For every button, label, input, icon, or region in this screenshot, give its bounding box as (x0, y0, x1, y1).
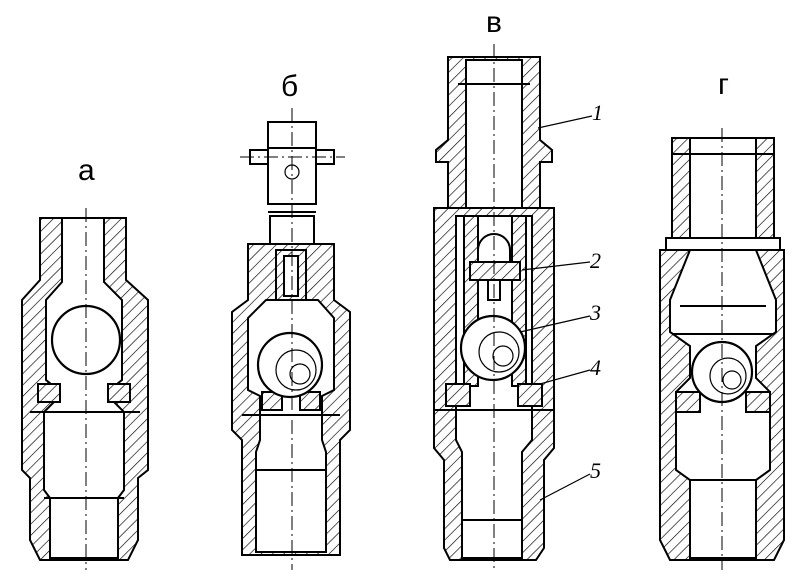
ball-v (459, 314, 527, 382)
figure-g: г (659, 68, 785, 570)
callout-4: 4 (590, 355, 601, 380)
label-g: г (718, 68, 729, 101)
figure-b: б (231, 70, 351, 570)
figure-a: а (21, 154, 149, 570)
callout-2: 2 (590, 248, 601, 273)
ball-b (256, 331, 324, 399)
callout-1: 1 (592, 100, 603, 125)
callout-5: 5 (590, 458, 601, 483)
figure-v: в 1 2 3 4 5 (433, 6, 603, 570)
label-a: а (78, 154, 95, 187)
label-b: б (281, 70, 298, 103)
label-v: в (486, 6, 502, 39)
callout-3: 3 (589, 300, 601, 325)
